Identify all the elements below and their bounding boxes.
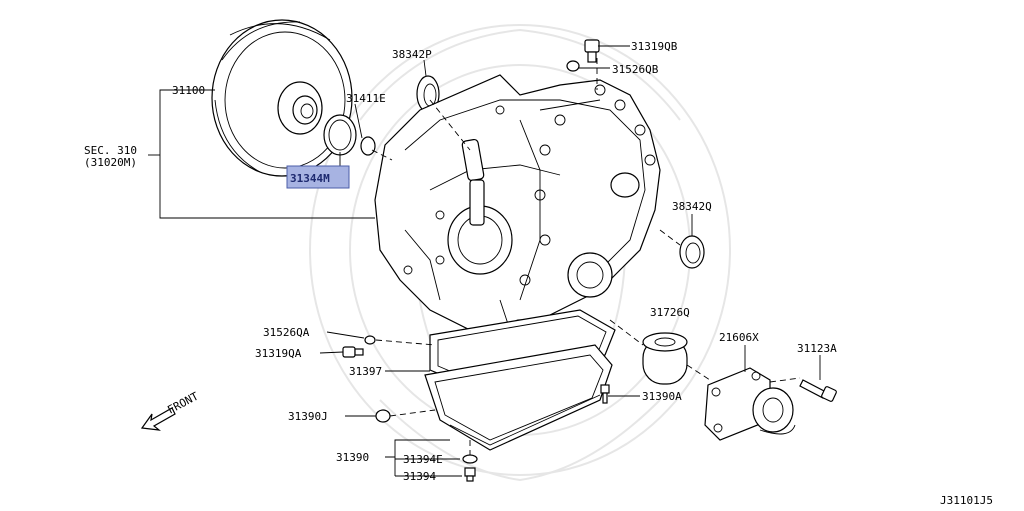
label-oil-pan-31390[interactable]: 31390: [336, 451, 369, 464]
oil-filter[interactable]: [642, 332, 688, 385]
oil-seal[interactable]: [323, 114, 357, 156]
oil-pan[interactable]: [424, 344, 613, 451]
label-drain-plug-31394[interactable]: 31394: [403, 470, 436, 483]
washer-31526qa[interactable]: [364, 335, 376, 345]
label-washer-31526qb[interactable]: 31526QB: [612, 63, 659, 76]
seal-38342q[interactable]: [679, 235, 705, 269]
oil-cooler[interactable]: [704, 367, 796, 441]
plug-31319qa[interactable]: [342, 346, 364, 358]
plug-31390j[interactable]: [375, 409, 391, 423]
label-o-ring[interactable]: 31411E: [346, 92, 386, 105]
label-bolt-31390a[interactable]: 31390A: [642, 390, 682, 403]
label-oil-seal[interactable]: 31344M: [290, 172, 330, 185]
label-plug-31390j[interactable]: 31390J: [288, 410, 328, 423]
washer-31394e[interactable]: [462, 454, 478, 464]
leader-lines: [148, 45, 821, 477]
label-torque-converter[interactable]: 31100: [172, 84, 205, 97]
label-washer-31394e[interactable]: 31394E: [403, 453, 443, 466]
o-ring[interactable]: [360, 136, 376, 156]
label-sec-310-ref: (31020M): [84, 156, 137, 169]
transmission-case[interactable]: [374, 74, 661, 352]
label-bolt-31123a[interactable]: 31123A: [797, 342, 837, 355]
diagram-id: J31101J5: [940, 494, 993, 507]
label-filter-31726q[interactable]: 31726Q: [650, 306, 690, 319]
label-sec-310[interactable]: SEC. 310: [84, 144, 137, 157]
label-gasket-31397[interactable]: 31397: [349, 365, 382, 378]
plug-31319qb[interactable]: [584, 39, 600, 63]
front-arrow-icon: [140, 407, 176, 431]
label-plug-31319qa[interactable]: 31319QA: [255, 347, 302, 360]
bolt-31390a[interactable]: [600, 384, 610, 404]
labels: 31100 SEC. 310 (31020M) 31344M 31411E 38…: [84, 40, 993, 507]
label-washer-31526qa[interactable]: 31526QA: [263, 326, 310, 339]
label-seal-38342q[interactable]: 38342Q: [672, 200, 712, 213]
label-seal-38342p[interactable]: 38342P: [392, 48, 432, 61]
label-cooler-21606x[interactable]: 21606X: [719, 331, 759, 344]
washer-31526qb[interactable]: [566, 60, 580, 72]
torque-converter[interactable]: [211, 19, 353, 177]
label-plug-31319qb[interactable]: 31319QB: [631, 40, 678, 53]
bolt-31123a[interactable]: [799, 379, 837, 402]
label-front: FRONT: [165, 389, 201, 416]
drain-plug-31394[interactable]: [464, 467, 476, 482]
highlight-box: [286, 165, 350, 189]
